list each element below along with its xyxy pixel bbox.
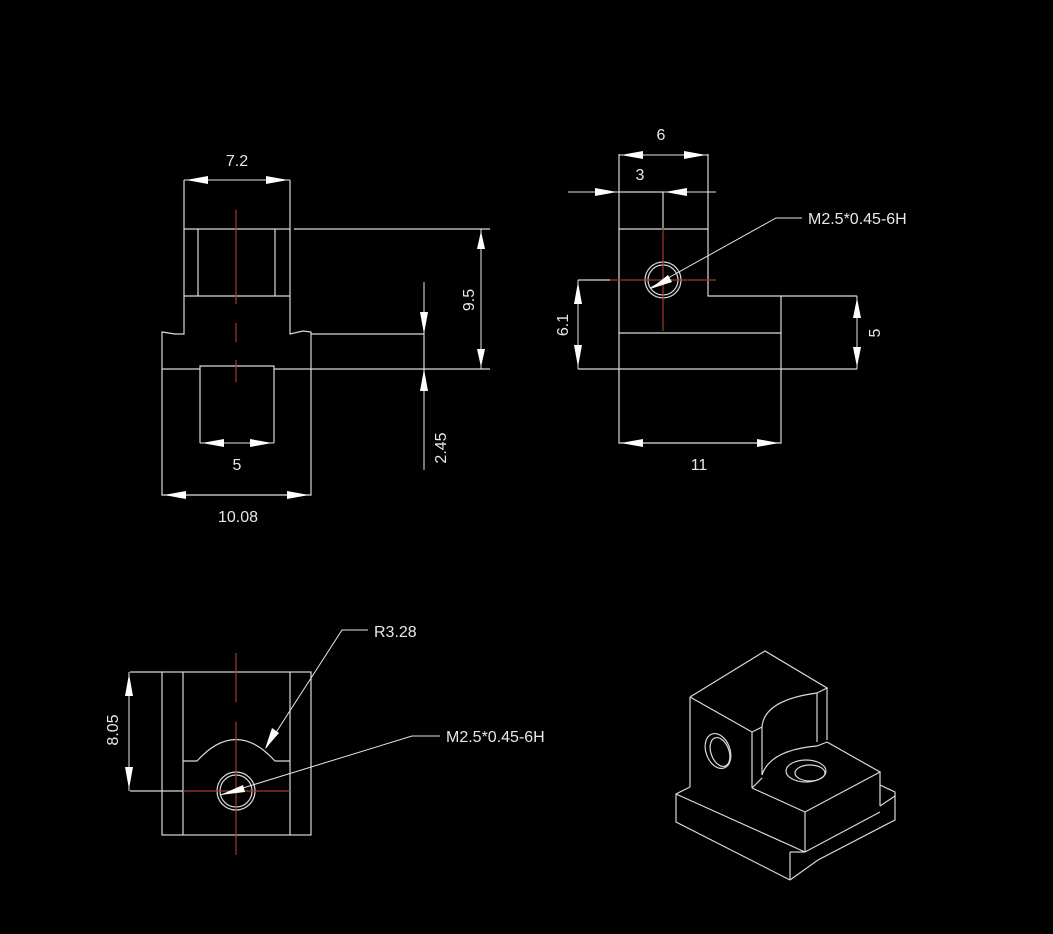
dim-step-height: 2.45 (433, 432, 450, 463)
top-view: 8.05 R3.28 M2.5*0.45-6H (105, 624, 545, 855)
thread-callout-top: M2.5*0.45-6H (446, 729, 545, 746)
dim-top-width: 7.2 (226, 153, 248, 170)
front-view: 7.2 9.5 2.45 5 10.08 (161, 153, 490, 526)
thread-callout-side: M2.5*0.45-6H (808, 211, 907, 228)
dim-base-height: 5 (867, 328, 884, 337)
dim-slot-width: 5 (233, 457, 242, 474)
dim-top-height: 8.05 (105, 714, 122, 745)
dim-hole-height: 6.1 (555, 314, 572, 336)
dim-side-base-width: 11 (691, 457, 708, 474)
side-view: 6 3 6.1 5 11 M2.5*0.45-6H (555, 127, 907, 474)
dim-height-total: 9.5 (461, 289, 478, 311)
dim-base-width: 10.08 (218, 509, 258, 526)
radius-callout: R3.28 (374, 624, 417, 641)
dim-hole-offset: 3 (636, 167, 645, 184)
isometric-view (675, 650, 896, 881)
dim-side-top-width: 6 (657, 127, 666, 144)
